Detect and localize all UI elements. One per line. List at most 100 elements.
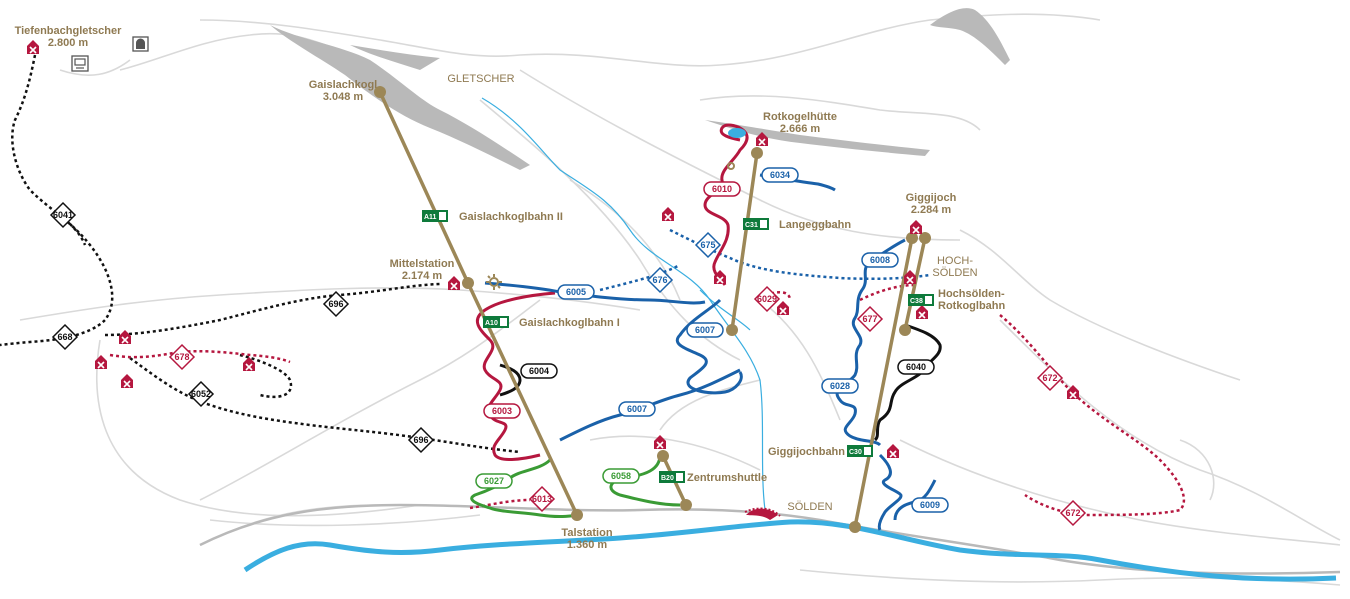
trail-badge-6028: 6028: [821, 378, 859, 394]
trail-badge-6029: 6029: [753, 285, 781, 313]
trail-number: 6040: [906, 362, 926, 372]
trail-number: 677: [862, 314, 877, 324]
trail-number: 6029: [757, 294, 777, 304]
trails-red-dotted: [109, 283, 1186, 517]
trail-number: 6010: [712, 184, 732, 194]
trail-number: 6028: [830, 381, 850, 391]
river-oetztaler-ache: [243, 519, 1337, 582]
trail-number: 6027: [484, 476, 504, 486]
label-soelden-upper: SÖLDEN: [932, 267, 977, 279]
lift-name-c31-name: Langeggbahn: [779, 219, 851, 231]
trail-number: 672: [1065, 508, 1080, 518]
trail-badge-6027: 6027: [475, 473, 513, 489]
lift-code: A10: [485, 320, 498, 327]
alt-tiefenbach: 2.800 m: [48, 37, 89, 49]
trail-badge-696a: 696: [322, 290, 350, 318]
trail-number: 6003: [492, 406, 512, 416]
label-giggijoch: Giggijoch: [906, 192, 957, 204]
terrain-lines: [19, 13, 1341, 586]
trail-badge-6008: 6008: [861, 252, 899, 268]
lift-name-b20-name: Zentrumshuttle: [687, 472, 767, 484]
trail-badge-677: 677: [856, 305, 884, 333]
lift-lines: [378, 91, 927, 528]
glacier-north: [930, 8, 1010, 65]
cable-car-icon: [500, 318, 507, 326]
trail-badge-6003: 6003: [483, 403, 521, 419]
alt-talstation: 1.360 m: [567, 539, 608, 551]
label-soelden: SÖLDEN: [787, 501, 832, 513]
lift-badge-c31: C31: [743, 218, 769, 230]
trail-badges: 6041 668 696 678 6052 696 6005 676 675 6034 6010 60…: [49, 167, 1087, 527]
trail-number: 668: [57, 332, 72, 342]
glacier-gaislach: [270, 25, 530, 170]
trails-red: [475, 123, 749, 461]
lake-icon: [728, 128, 746, 138]
lift-code: C30: [849, 449, 862, 456]
trail-number: 6009: [920, 500, 940, 510]
alt-giggijoch: 2.284 m: [911, 204, 952, 216]
trail-badge-6009: 6009: [911, 497, 949, 513]
trail-badge-6034: 6034: [761, 167, 799, 183]
lift-badge-a10: A10: [483, 316, 509, 328]
trail-badge-672b: 672: [1059, 499, 1087, 527]
trail-number: 696: [328, 299, 343, 309]
place-labels: Tiefenbachgletscher 2.800 m Gaislachkogl…: [15, 25, 978, 551]
trail-number: 6013: [532, 494, 552, 504]
alt-gaislachkogl: 3.048 m: [323, 91, 364, 103]
lift-badge-b20: B20: [659, 471, 685, 483]
cable-car-icon: [864, 447, 871, 455]
lift-stations: [374, 86, 931, 533]
trail-badge-6040: 6040: [897, 359, 935, 375]
trails-green: [470, 454, 681, 519]
lift-name-c38-name-2: Rotkoglbahn: [938, 300, 1005, 312]
trail-number: 6008: [870, 255, 890, 265]
cable-car-icon: [132, 36, 149, 52]
lift-badge-a11: A11: [422, 210, 448, 222]
valley-road: [199, 503, 1341, 575]
trail-number: 696: [413, 435, 428, 445]
cable-car-icon: [760, 220, 767, 228]
label-tiefenbach: Tiefenbachgletscher: [15, 25, 122, 37]
trails-black-dotted: [0, 54, 521, 454]
lift-badge-c38: C38: [908, 294, 934, 306]
trail-number: 676: [652, 275, 667, 285]
cable-car-icon: [676, 473, 683, 481]
trail-badge-675: 675: [694, 231, 722, 259]
glacier-rotkogel: [705, 120, 930, 156]
trail-badge-6005: 6005: [557, 284, 595, 300]
label-mittelstation: Mittelstation: [390, 258, 455, 270]
trail-badge-6007a: 6007: [686, 322, 724, 338]
trail-badge-672a: 672: [1036, 364, 1064, 392]
trail-number: 6052: [191, 389, 211, 399]
cable-car-icon: [439, 212, 446, 220]
trail-number: 6004: [529, 366, 549, 376]
trail-badge-6010: 6010: [703, 181, 741, 197]
bus-icon: [71, 55, 89, 72]
streams: [481, 97, 766, 511]
cable-car-icon: [925, 296, 932, 304]
trail-number: 678: [174, 352, 189, 362]
trail-badge-676: 676: [646, 266, 674, 294]
label-gletscher: GLETSCHER: [447, 73, 514, 85]
trail-number: 6041: [53, 210, 73, 220]
lift-code: A11: [424, 214, 437, 221]
trail-badge-668: 668: [51, 323, 79, 351]
trail-badge-6004: 6004: [520, 363, 558, 379]
trail-badge-6041: 6041: [49, 201, 77, 229]
trail-number: 6058: [611, 471, 631, 481]
trail-badge-6013: 6013: [528, 485, 556, 513]
trail-badge-678: 678: [168, 343, 196, 371]
lift-name-a11-name: Gaislachkoglbahn II: [459, 211, 563, 223]
trail-badge-6058: 6058: [602, 468, 640, 484]
trail-number: 6034: [770, 170, 790, 180]
lift-badge-c30: C30: [847, 445, 873, 457]
lift-code: C31: [745, 222, 758, 229]
trail-badge-6007b: 6007: [618, 401, 656, 417]
alt-mittelstation: 2.174 m: [402, 270, 443, 282]
trail-number: 675: [700, 240, 715, 250]
lift-name-c30-name: Giggijochbahn: [768, 446, 845, 458]
trail-number: 6005: [566, 287, 586, 297]
lift-code: C38: [910, 298, 923, 305]
